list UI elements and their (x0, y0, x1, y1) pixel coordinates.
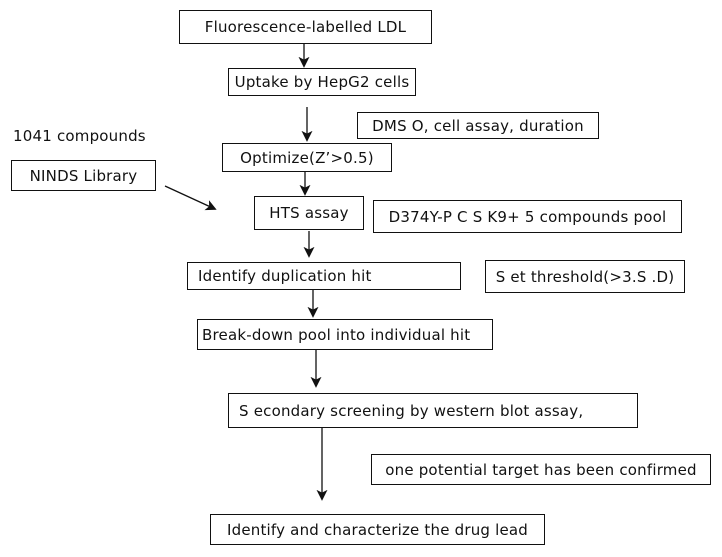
library-compound-count: 1041 compounds (13, 127, 146, 145)
step-secondary-screening: S econdary screening by western blot ass… (228, 393, 638, 428)
step-identify-duplication-hit: Identify duplication hit (187, 262, 461, 290)
arrow-library-to-hts (164, 185, 217, 211)
step-breakdown-pool: Break-down pool into individual hit (197, 319, 493, 350)
note-d374y-pcsk9-pool: D374Y-P C S K9+ 5 compounds pool (373, 200, 682, 233)
note-set-threshold: S et threshold(>3.S .D) (485, 260, 685, 293)
note-dmso-cell-assay: DMS O, cell assay, duration (357, 112, 599, 139)
library-ninds: NINDS Library (11, 160, 156, 191)
step-optimize: Optimize(Z’>0.5) (222, 143, 392, 172)
note-target-confirmed: one potential target has been confirmed (371, 454, 711, 485)
step-hts-assay: HTS assay (254, 196, 364, 230)
step-uptake-hepg2: Uptake by HepG2 cells (228, 68, 416, 96)
step-fluorescence-labelled-ldl: Fluorescence-labelled LDL (179, 10, 432, 44)
step-drug-lead: Identify and characterize the drug lead (210, 514, 545, 545)
